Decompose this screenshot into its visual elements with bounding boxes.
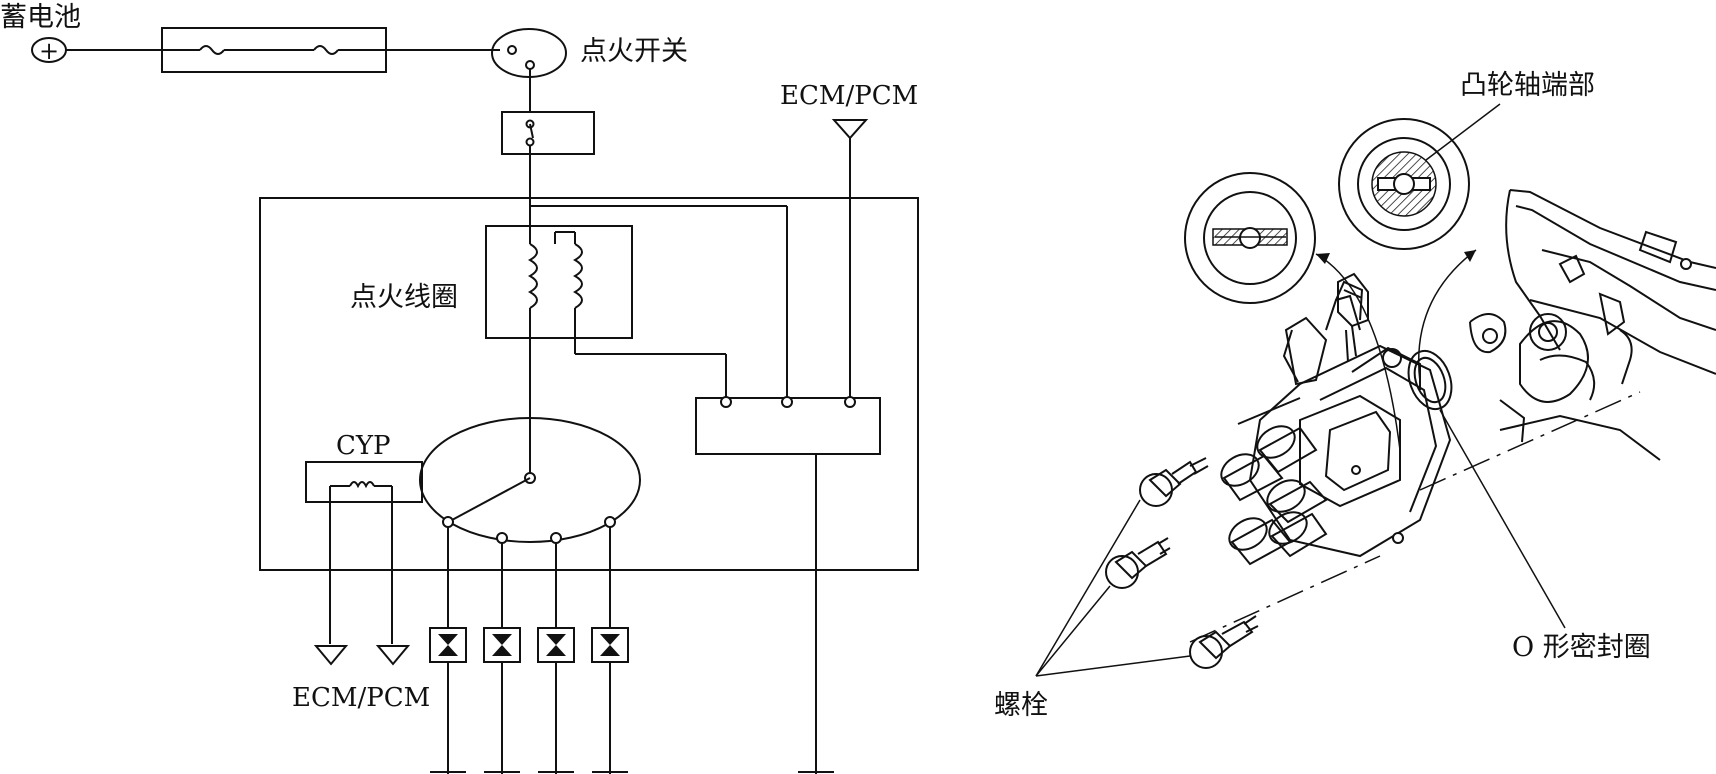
- coil-secondary-icon: [572, 243, 583, 309]
- drive-arrow: [1315, 253, 1401, 451]
- bolt-1-leader: [1035, 499, 1141, 677]
- camshaft-end-leader: [1425, 103, 1501, 161]
- cap-towers: [1220, 425, 1328, 566]
- ecm-top-label: ECM/PCM: [780, 81, 918, 111]
- sensor-connector: [1337, 272, 1369, 357]
- spark-plug-leads: [429, 527, 629, 774]
- distributor-illustration: 凸轮轴端部 O: [994, 70, 1716, 721]
- o-ring-leader: [1439, 409, 1566, 629]
- spark-gap-4-icon: [591, 627, 629, 663]
- battery-label: 蓄电池: [0, 2, 81, 33]
- relay-box: [501, 111, 595, 155]
- bolt-2-leader: [1035, 585, 1111, 677]
- drive-detail-circle: [1184, 172, 1316, 304]
- camshaft-end-detail-circle: [1338, 118, 1470, 250]
- ignition-switch-label: 点火开关: [580, 36, 688, 67]
- camshaft-arrow: [1417, 249, 1477, 383]
- battery-plus-sign: +: [39, 37, 59, 65]
- bolt-3-icon: [1189, 615, 1259, 669]
- cyp-sensor-box: [305, 461, 423, 503]
- mounting-centerline: [1419, 391, 1641, 491]
- ecm-top-terminal-icon: [831, 119, 869, 140]
- fuse-1-icon: [199, 45, 225, 55]
- spark-gap-1-icon: [429, 627, 467, 663]
- distributor-module-box: [259, 197, 919, 571]
- bolt-3-leader: [1035, 655, 1191, 677]
- cyp-coil-icon: [349, 481, 375, 489]
- distributor-housing: [1237, 280, 1452, 558]
- fuse-2-icon: [313, 45, 339, 55]
- ignition-coil-box: [485, 225, 633, 339]
- bolts-label: 螺栓: [994, 690, 1048, 721]
- ecm-bottom-terminal-2-icon: [375, 645, 411, 666]
- distributor-rotor: [419, 417, 641, 543]
- spark-gap-3-icon: [537, 627, 575, 663]
- ignition-circuit: 蓄电池 + 点火开关 ECM/PCM 点火线圈: [0, 2, 919, 774]
- bolt-1-icon: [1139, 457, 1209, 507]
- ecm-bottom-label: ECM/PCM: [292, 683, 430, 713]
- spark-gap-2-icon: [483, 627, 521, 663]
- ignition-coil-label: 点火线圈: [350, 282, 458, 313]
- o-ring-icon: [1407, 349, 1453, 411]
- engine-cylinder-head: [1469, 189, 1716, 461]
- coil-primary-icon: [527, 243, 538, 309]
- o-ring-label: O 形密封圈: [1512, 632, 1651, 663]
- bolt-2-icon: [1105, 537, 1171, 589]
- camshaft-end-label: 凸轮轴端部: [1460, 70, 1595, 101]
- cyp-label: CYP: [336, 431, 391, 461]
- ecm-bottom-terminal-1-icon: [313, 645, 349, 666]
